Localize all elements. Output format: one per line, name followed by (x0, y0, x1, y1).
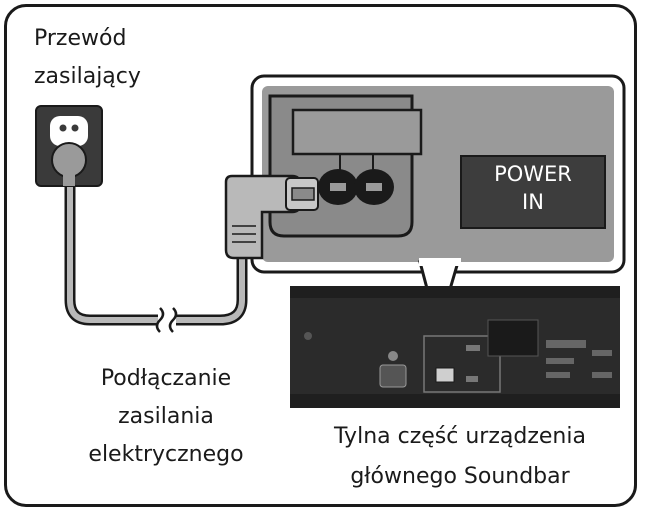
power-plug-icon (224, 174, 319, 260)
diagram-frame (4, 4, 637, 507)
cable-break-icon (155, 307, 178, 333)
power-in-label-line2: IN (522, 190, 544, 214)
wall-outlet-icon (35, 105, 103, 187)
cord-label-line1: Przewód (34, 26, 127, 51)
power-cable (64, 185, 248, 326)
connect-label-line1: Podłączanie (100, 366, 232, 391)
soundbar-rear-panel (290, 286, 620, 408)
power-in-label-line1: POWER (494, 162, 572, 186)
connect-label-line2: zasilania (118, 404, 214, 429)
rear-label-line1: Tylna część urządzenia (334, 424, 586, 449)
cord-label-line2: zasilający (34, 64, 141, 89)
power-in-zoom-callout (250, 74, 626, 336)
connect-label-line3: elektrycznego (88, 442, 244, 467)
rear-label-line2: głównego Soundbar (350, 464, 570, 489)
